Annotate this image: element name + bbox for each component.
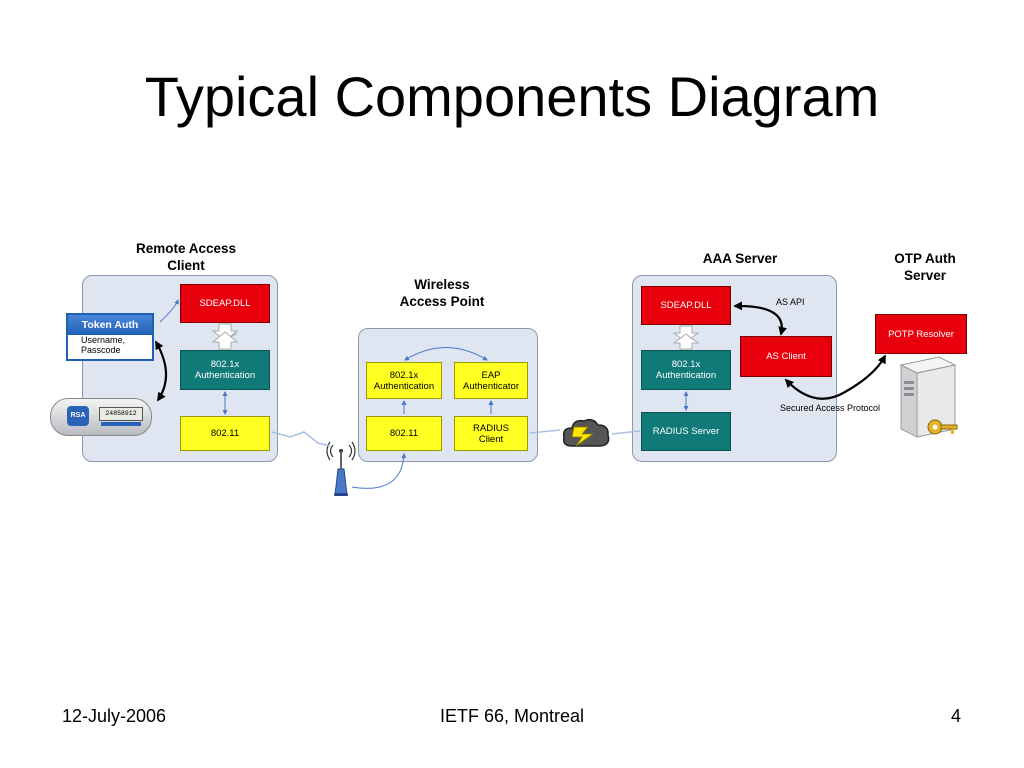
ap-radius-client-box: RADIUS Client [454,416,528,451]
slide-title: Typical Components Diagram [144,65,880,128]
rsa-logo: RSA [67,406,89,426]
wireless-antenna-icon [325,437,357,497]
as-api-link [733,301,787,336]
antenna-ap-link [351,453,407,489]
token-rsa-link [155,340,168,402]
as-api-label: AS API [776,297,805,307]
aaa-radius-server-box: RADIUS Server [641,412,731,451]
ap-8021x-eap-link [404,347,488,361]
footer-date: 12-July-2006 [62,706,167,726]
token-auth-title: Token Auth [68,315,152,335]
ap-80211-box: 802.11 [366,416,442,451]
aaa-server-label: AAA Server [702,251,778,266]
ap-eap-box: EAP Authenticator [454,362,528,399]
rsa-token-image: RSA 24858912 [50,398,152,436]
ap-cloud-link [529,429,561,434]
client-80211-box: 802.11 [180,416,270,451]
aaa-sdeap-box: SDEAP.DLL [641,286,731,325]
footer-event: IETF 66, Montreal [439,706,585,726]
footer-page-number: 4 [951,706,962,726]
cloud-aaa-link [611,430,641,435]
potp-resolver-box: POTP Resolver [875,314,967,354]
rsa-code-display: 24858912 [99,407,143,421]
token-sdeap-link [159,299,179,323]
client-wireless-link [271,431,331,447]
secured-access-protocol-label: Secured Access Protocol [780,403,881,413]
client-8021x-box: 802.1x Authentication [180,350,270,390]
secured-protocol-link [784,354,886,400]
otp-server-label: OTP Auth Server [894,251,956,283]
client-sdeap-box: SDEAP.DLL [180,284,270,323]
internet-cloud-icon [560,416,612,452]
remote-client-label: Remote Access Client [135,241,237,273]
aaa-8021x-box: 802.1x Authentication [641,350,731,390]
wap-label: Wireless Access Point [399,277,485,309]
otp-server-icon [895,355,965,447]
token-auth-widget: Token Auth Username, Passcode [66,313,154,361]
ap-8021x-box: 802.1x Authentication [366,362,442,399]
